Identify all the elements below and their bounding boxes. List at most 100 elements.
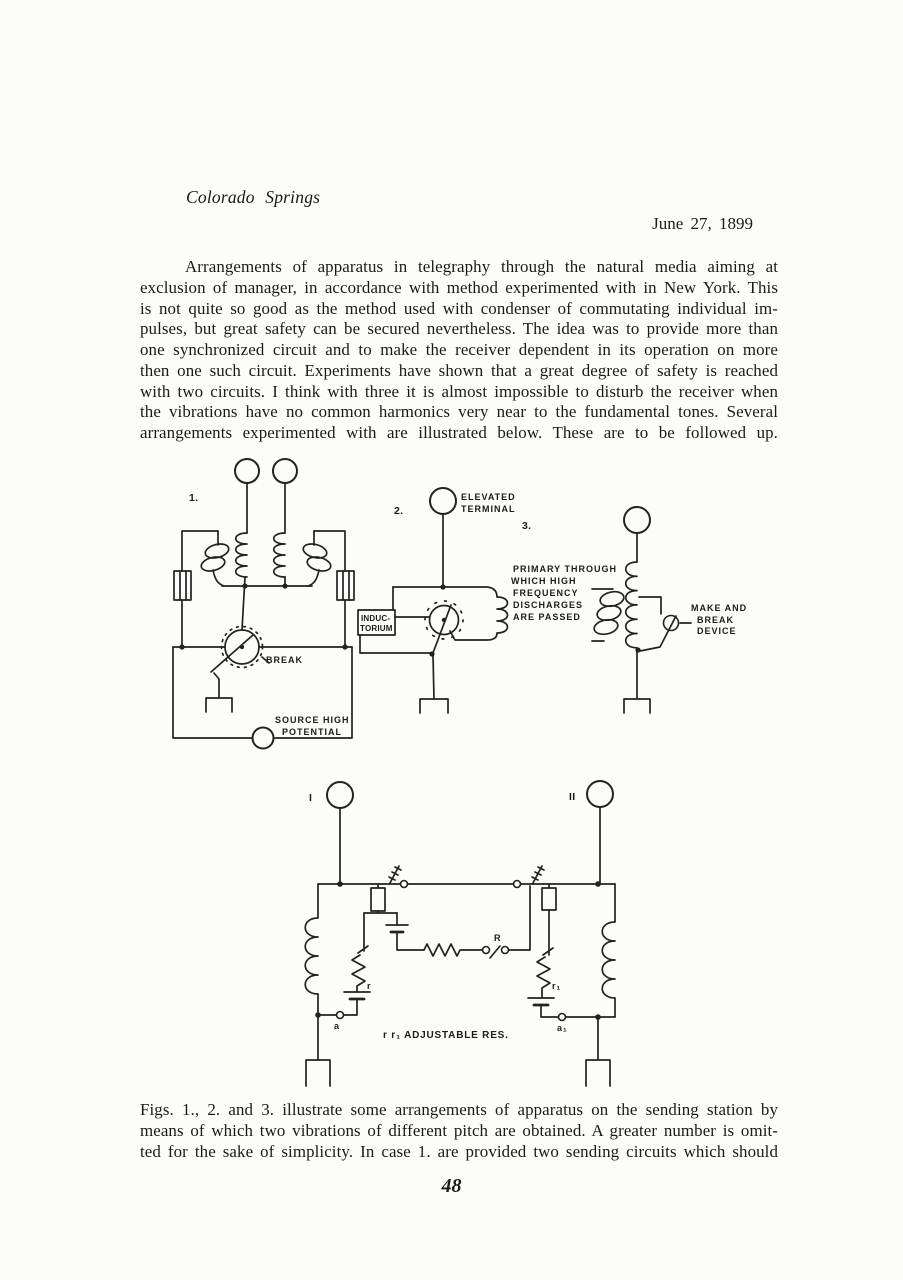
condenser-icon — [336, 570, 355, 601]
paragraph-line: pulses, but great safety can be secured … — [140, 319, 778, 339]
break-label-pointer — [261, 656, 270, 664]
primary-label-line: WHICH HIGH — [511, 576, 577, 586]
paragraph-line: one synchronized circuit and to make the… — [140, 340, 778, 359]
contact-point — [512, 879, 522, 889]
elevated-terminal-icon — [429, 487, 457, 515]
wire — [246, 482, 286, 534]
condenser-plates — [179, 570, 187, 601]
resistor-r — [351, 954, 366, 993]
ground-symbol — [419, 654, 449, 714]
wire — [307, 530, 320, 587]
header-location: Colorado Springs — [186, 187, 321, 207]
switch-blade — [489, 945, 501, 959]
paragraph-line: exclusion of manager, in accordance with… — [140, 277, 778, 297]
junction-dot — [282, 583, 288, 589]
circuit-II-label: II — [569, 791, 575, 803]
figure-4-dual-circuit: I II — [304, 780, 616, 1087]
wire — [363, 883, 398, 914]
elevated-terminal-icon — [623, 506, 651, 534]
wire — [181, 530, 219, 648]
contact-point — [399, 879, 409, 889]
inductorium-label-line2: TORIUM — [360, 624, 393, 633]
elevated-terminal-icon — [272, 458, 298, 484]
fig3-label: 3. — [522, 520, 531, 532]
paragraph-line: means of which two vibrations of differe… — [140, 1120, 778, 1140]
make-break-device-icon — [662, 614, 680, 632]
source-icon — [251, 726, 275, 750]
a-label: a — [334, 1021, 340, 1031]
break-label: BREAK — [266, 655, 303, 665]
condenser-plates — [342, 570, 350, 601]
resistor-R — [423, 943, 483, 957]
wire — [357, 912, 369, 954]
paragraph-line: with two circuits. I think with three it… — [140, 381, 778, 401]
ground-symbol — [623, 650, 651, 714]
primary-label-line: DISCHARGES — [513, 600, 583, 610]
elevated-terminal-label-line2: TERMINAL — [461, 504, 516, 514]
coil — [304, 883, 319, 1061]
contact-point — [481, 945, 491, 955]
break-lever — [432, 604, 452, 654]
primary-hairpin-coil — [392, 586, 509, 641]
wire — [540, 1004, 616, 1018]
a1-label: a₁ — [557, 1023, 568, 1033]
wire — [317, 998, 358, 1016]
figure-3-make-break-sender: 3. MAKE AND BREAK DEVICE — [522, 506, 747, 714]
R-label: R — [494, 933, 502, 943]
paragraph-line: arrangements experimented with are illus… — [140, 423, 778, 442]
coil — [601, 883, 616, 1018]
wire — [241, 576, 286, 631]
wire — [212, 530, 225, 587]
circuit-I-label: I — [309, 792, 312, 804]
paragraph-line: then one such circuit. Experiments have … — [140, 360, 778, 380]
paragraph-line: is not quite so good as the method used … — [140, 298, 778, 318]
condenser-icon — [541, 887, 557, 911]
condenser-icon — [370, 887, 386, 912]
paragraph-line: Arrangements of apparatus in telegraphy … — [185, 257, 778, 276]
elevated-terminal-icon — [326, 781, 354, 809]
page-number: 48 — [441, 1175, 462, 1197]
body-paragraph-1: Arrangements of apparatus in telegraphy … — [140, 257, 778, 444]
paragraph-line: Figs. 1., 2. and 3. illustrate some arra… — [140, 1100, 778, 1119]
primary-label-line: PRIMARY THROUGH — [513, 564, 617, 574]
elevated-terminal-label-line1: ELEVATED — [461, 492, 516, 502]
primary-coil-loop — [593, 618, 619, 636]
coil — [624, 561, 638, 649]
wire — [359, 634, 433, 654]
make-break-label-line2: BREAK — [697, 615, 734, 625]
brush-icon — [388, 865, 402, 884]
break-lever — [210, 634, 254, 673]
source-label-line2: POTENTIAL — [282, 727, 342, 737]
elevated-terminal-icon — [586, 780, 614, 808]
inductorium-box — [357, 609, 396, 636]
junction-dot — [242, 583, 248, 589]
contact-a1 — [557, 1012, 567, 1022]
wire — [339, 806, 601, 885]
wire — [591, 588, 614, 642]
r-label: r — [367, 981, 372, 991]
break-wheel-spikes — [424, 600, 464, 640]
ground-symbol — [585, 1016, 611, 1087]
make-break-lever — [639, 615, 677, 652]
break-wheel-icon — [428, 604, 460, 636]
junction-dot — [337, 881, 343, 887]
paragraph-line: the vibrations have no common harmonics … — [140, 402, 778, 422]
primary-label-line: ARE PASSED — [513, 612, 581, 622]
wire — [508, 885, 531, 951]
wire — [313, 530, 346, 648]
fig1-label: 1. — [189, 492, 198, 504]
brush-icon — [531, 865, 545, 884]
r1-label: r₁ — [552, 981, 561, 991]
wire — [542, 883, 554, 956]
wire — [638, 596, 662, 615]
primary-label-line: FREQUENCY — [513, 588, 579, 598]
make-break-label-line1: MAKE AND — [691, 603, 747, 613]
paragraph-line: ted for the sake of simplicity. In case … — [140, 1141, 778, 1161]
make-break-label-line3: DEVICE — [697, 626, 737, 636]
coil — [234, 532, 248, 578]
elevated-terminal-icon — [234, 458, 260, 484]
coil — [272, 532, 286, 578]
inductorium-label-line1: INDUC- — [361, 614, 390, 623]
